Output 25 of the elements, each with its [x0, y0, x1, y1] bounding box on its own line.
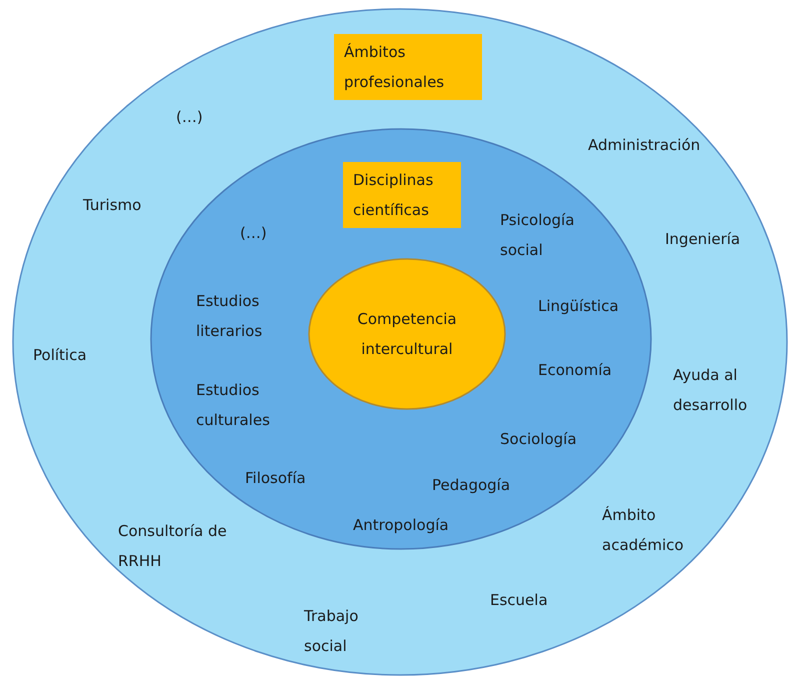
area-label: Pedagogía [432, 475, 510, 496]
area-label: Ayuda al desarrollo [673, 365, 748, 416]
area-label: Estudios literarios [196, 291, 264, 342]
area-label: Escuela [490, 590, 548, 611]
heading-box [334, 34, 482, 100]
area-label: Antropología [353, 515, 449, 536]
area-label: Ingeniería [665, 229, 740, 250]
area-label: Trabajo social [304, 606, 360, 657]
area-label: Política [33, 345, 87, 366]
area-label: Filosofía [245, 468, 306, 489]
area-label: Ámbito académico [602, 505, 685, 556]
center-text: Competencia intercultural [356, 309, 458, 360]
heading-box [343, 162, 461, 228]
heading-text: Disciplinas científicas [353, 170, 434, 221]
area-label: Psicología social [500, 210, 576, 261]
area-label: Turismo [83, 195, 142, 216]
area-label: Economía [538, 360, 612, 381]
area-label: (…) [176, 107, 203, 128]
heading-text: Ámbitos profesionales [344, 42, 446, 93]
area-label: Lingüística [538, 296, 619, 317]
area-label: Sociología [500, 429, 577, 450]
area-label: (…) [240, 223, 267, 244]
area-label: Administración [588, 135, 700, 156]
area-label: Consultoría de RRHH [118, 521, 228, 572]
area-label: Estudios culturales [196, 380, 271, 431]
